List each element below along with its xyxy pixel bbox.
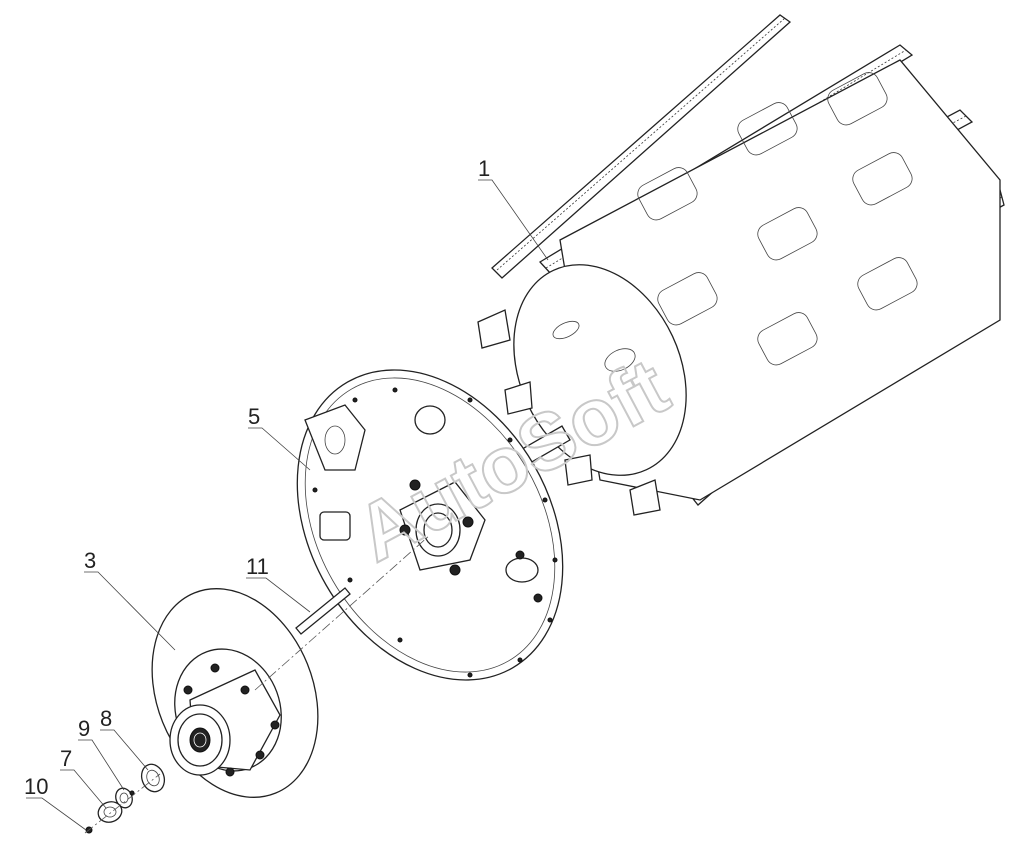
hub-disc (151, 588, 319, 798)
callout-1: 1 (478, 156, 490, 181)
lock-washer (115, 787, 135, 809)
leader-lines (26, 179, 549, 831)
callout-3: 3 (84, 548, 96, 573)
mounting-plate (296, 369, 564, 681)
rasp-bar (491, 14, 792, 279)
callout-10: 10 (24, 774, 48, 799)
key-pin (295, 587, 351, 635)
callout-9: 9 (78, 716, 90, 741)
callout-11: 11 (246, 554, 269, 579)
nut (97, 801, 123, 823)
assembly-axis (84, 773, 161, 834)
callout-5: 5 (248, 404, 260, 429)
assembly-axis (254, 534, 431, 691)
washer (140, 763, 166, 793)
callout-labels: 1 5 3 11 8 9 7 10 (24, 156, 490, 799)
rotor-drum (477, 14, 1005, 516)
callout-7: 7 (60, 746, 72, 771)
callout-8: 8 (100, 706, 112, 731)
